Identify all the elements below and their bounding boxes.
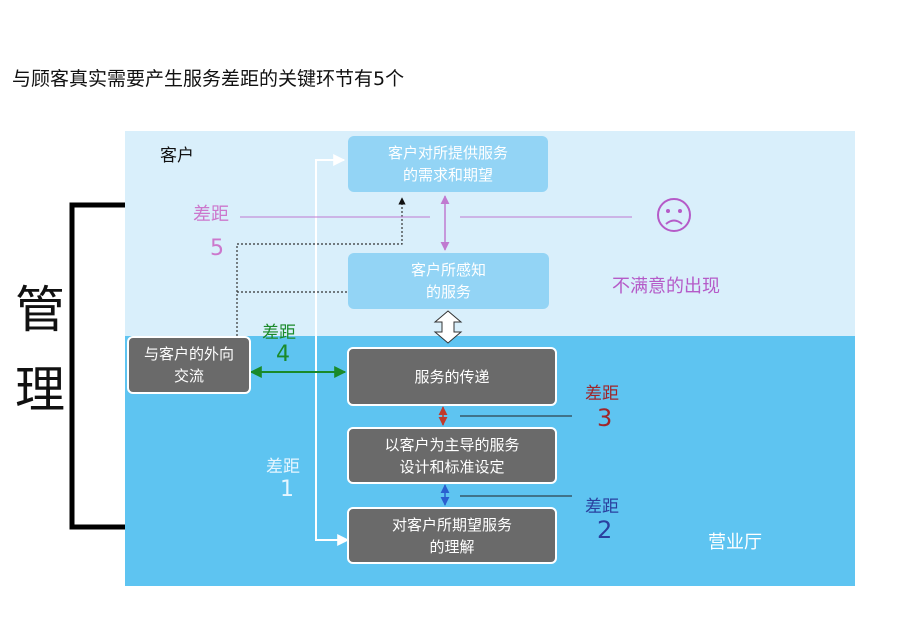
customer-zone-label: 客户 — [160, 146, 194, 166]
gap-2-label: 差距 — [585, 497, 619, 517]
expectation-understanding-box: 对客户所期望服务 的理解 — [347, 507, 557, 564]
gap-3-label: 差距 — [585, 384, 619, 404]
page-title: 与顾客真实需要产生服务差距的关键环节有5个 — [12, 68, 405, 90]
management-bracket — [69, 202, 130, 530]
management-label: 管 理 — [10, 270, 70, 430]
gap-4-number: 4 — [276, 342, 290, 367]
gap-2-number: 2 — [597, 516, 613, 544]
external-communication-box: 与客户的外向 交流 — [127, 336, 251, 394]
gap-5-number: 5 — [210, 236, 224, 261]
management-char-2: 理 — [15, 361, 65, 419]
gap-3-number: 3 — [597, 404, 613, 432]
gap-4-label: 差距 — [262, 323, 296, 343]
provider-zone-label: 营业厅 — [708, 532, 762, 553]
gap-1-number: 1 — [280, 477, 294, 502]
dissatisfaction-label: 不满意的出现 — [612, 276, 720, 297]
sad-face-icon — [657, 198, 691, 232]
perceived-service-box: 客户所感知 的服务 — [348, 253, 549, 309]
expectation-box: 客户对所提供服务 的需求和期望 — [348, 136, 548, 192]
service-delivery-box: 服务的传递 — [347, 347, 557, 406]
management-char-1: 管 — [15, 281, 65, 339]
gap-1-label: 差距 — [266, 457, 300, 477]
service-design-box: 以客户为主导的服务 设计和标准设定 — [347, 427, 557, 484]
gap-5-label: 差距 — [193, 204, 229, 225]
